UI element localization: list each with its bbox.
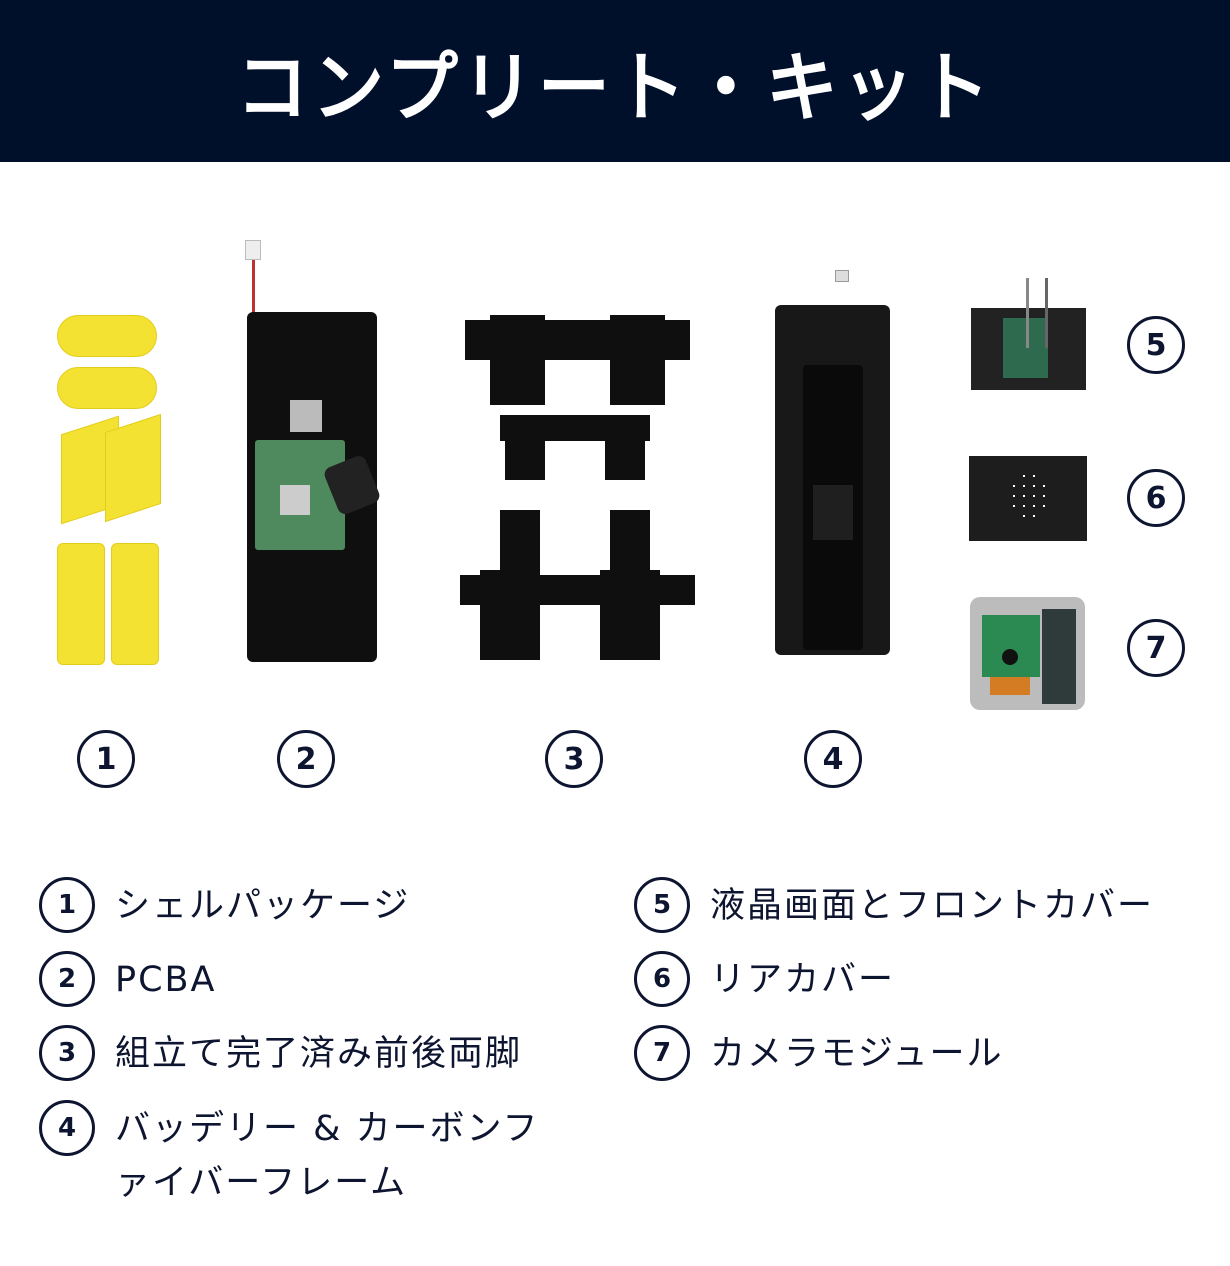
legend-label: バッデリー & カーボンフ ァイバーフレーム (115, 1102, 540, 1210)
marker-7: 7 (1127, 619, 1185, 677)
legend-label-line2: ァイバーフレーム (115, 1163, 408, 1203)
lcd-front-cover-image (971, 278, 1086, 390)
marker-3: 3 (545, 730, 603, 788)
legend-number: 5 (634, 877, 690, 933)
legend-label: PCBA (115, 960, 217, 1000)
legend-item-3: 3 組立て完了済み前後両脚 (39, 1025, 522, 1081)
legend-item-1: 1 シェルパッケージ (39, 877, 410, 933)
legend-label: シェルパッケージ (115, 886, 411, 926)
marker-4: 4 (804, 730, 862, 788)
page-title: コンプリート・キット (236, 43, 994, 132)
shell-package-image (55, 315, 165, 670)
legend-number: 3 (39, 1025, 95, 1081)
legend-item-6: 6 リアカバー (634, 951, 895, 1007)
pcba-image (245, 240, 382, 665)
marker-2: 2 (277, 730, 335, 788)
battery-frame-image (775, 270, 890, 660)
legend-item-4: 4 バッデリー & カーボンフ ァイバーフレーム (39, 1100, 540, 1210)
legend-number: 7 (634, 1025, 690, 1081)
marker-1: 1 (77, 730, 135, 788)
legend-item-7: 7 カメラモジュール (634, 1025, 1004, 1081)
marker-5: 5 (1127, 316, 1185, 374)
legend-number: 1 (39, 877, 95, 933)
legend-label: カメラモジュール (710, 1034, 1004, 1074)
camera-module-image (970, 597, 1085, 710)
legend-label: 液晶画面とフロントカバー (710, 886, 1155, 926)
header-banner: コンプリート・キット (0, 0, 1230, 162)
legs-image (460, 285, 695, 710)
legend-label: リアカバー (710, 960, 896, 1000)
rear-cover-image (969, 456, 1087, 541)
legend-number: 4 (39, 1100, 95, 1156)
marker-6: 6 (1127, 469, 1185, 527)
legend-number: 6 (634, 951, 690, 1007)
legend-item-2: 2 PCBA (39, 951, 217, 1007)
legend-label-line1: バッデリー & カーボンフ (115, 1109, 540, 1149)
legend-label: 組立て完了済み前後両脚 (115, 1034, 523, 1074)
legend-item-5: 5 液晶画面とフロントカバー (634, 877, 1154, 933)
legend-number: 2 (39, 951, 95, 1007)
